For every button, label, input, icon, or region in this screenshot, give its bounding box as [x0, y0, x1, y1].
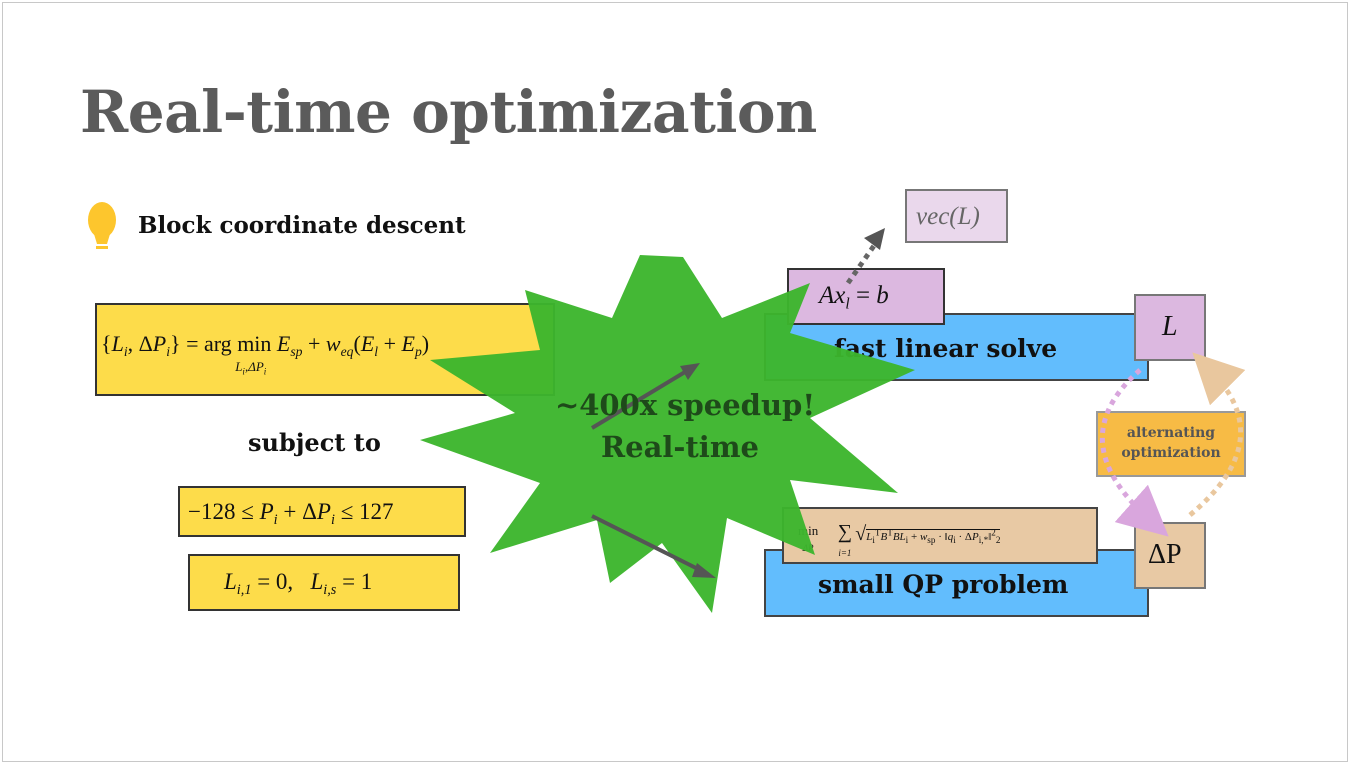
- alternating-label-line1: alternating: [1126, 425, 1216, 441]
- L-variable-box: L: [1134, 294, 1206, 361]
- constraint-box-1: −128 ≤ Pi + ΔPi ≤ 127: [178, 486, 466, 537]
- constraint-formula-1: −128 ≤ Pi + ΔPi ≤ 127: [188, 499, 394, 528]
- linear-system-box: Axl = b: [787, 268, 945, 325]
- linear-system-formula: Axl = b: [819, 282, 889, 313]
- fast-linear-solve-label: fast linear solve: [834, 334, 1058, 363]
- dP-variable-label: ΔP: [1148, 539, 1182, 570]
- vec-L-label: vec(L): [916, 203, 980, 230]
- speedup-label: ~400x speedup!: [554, 388, 816, 422]
- objective-formula: {Li, ΔPi} = arg min Li,ΔPi Esp + weq(El …: [101, 331, 430, 377]
- alternating-optimization-box: alternating optimization: [1096, 411, 1246, 477]
- vec-L-box: vec(L): [905, 189, 1008, 243]
- page-title: Real-time optimization: [80, 78, 817, 146]
- realtime-label: Real-time: [601, 430, 759, 464]
- subject-to-label: subject to: [248, 428, 381, 457]
- objective-formula-box: {Li, ΔPi} = arg min Li,ΔPi Esp + weq(El …: [95, 303, 555, 396]
- dP-variable-box: ΔP: [1134, 522, 1206, 589]
- constraint-box-2: Li,1 = 0, Li,s = 1: [188, 554, 460, 611]
- bullet-text: Block coordinate descent: [138, 212, 466, 239]
- L-variable-label: L: [1162, 311, 1178, 342]
- constraint-formula-2: Li,1 = 0, Li,s = 1: [224, 569, 373, 598]
- small-qp-problem-label: small QP problem: [818, 570, 1069, 599]
- alternating-label-line2: optimization: [1121, 445, 1221, 461]
